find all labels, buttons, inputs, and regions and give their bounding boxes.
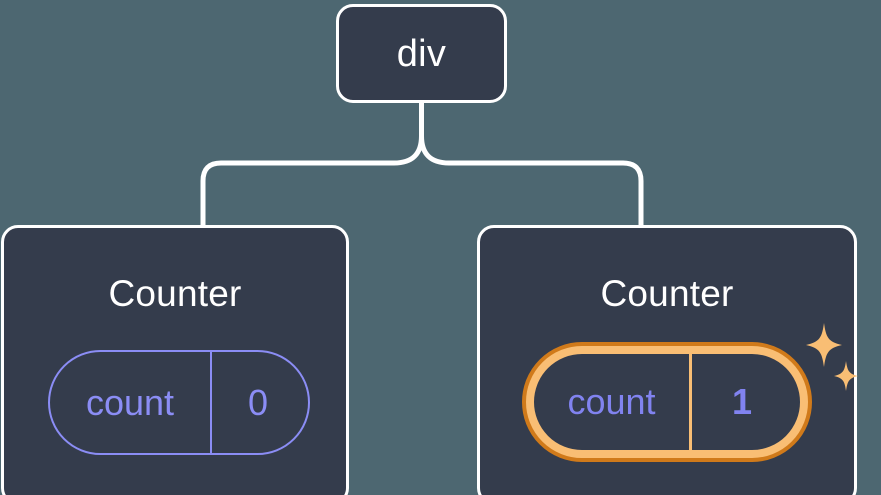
connector-to-right-child: [419, 135, 644, 226]
sparkle-small-icon: [834, 361, 858, 391]
state-pill-right[interactable]: count 1: [526, 346, 808, 458]
state-divider-right: [689, 354, 692, 450]
state-key-right: count: [567, 381, 656, 422]
counter-title-right: Counter: [600, 273, 734, 314]
state-value-left: 0: [247, 381, 269, 423]
state-key-left: count: [85, 381, 175, 423]
state-pill-right-highlight-ring: count 1: [522, 342, 812, 462]
node-div-label: div: [396, 32, 447, 75]
sparkle-icon-group: [806, 323, 858, 391]
state-divider-left: [210, 352, 212, 453]
counter-title-left: Counter: [108, 273, 242, 314]
state-value-right: 1: [731, 381, 753, 422]
connector-to-left-child: [200, 135, 424, 226]
node-div[interactable]: div: [336, 4, 507, 103]
counter-card-right[interactable]: Counter count 1: [477, 225, 858, 495]
sparkle-large-icon: [806, 323, 842, 367]
state-pill-left[interactable]: count 0: [48, 350, 310, 455]
counter-card-left[interactable]: Counter count 0: [1, 225, 349, 495]
